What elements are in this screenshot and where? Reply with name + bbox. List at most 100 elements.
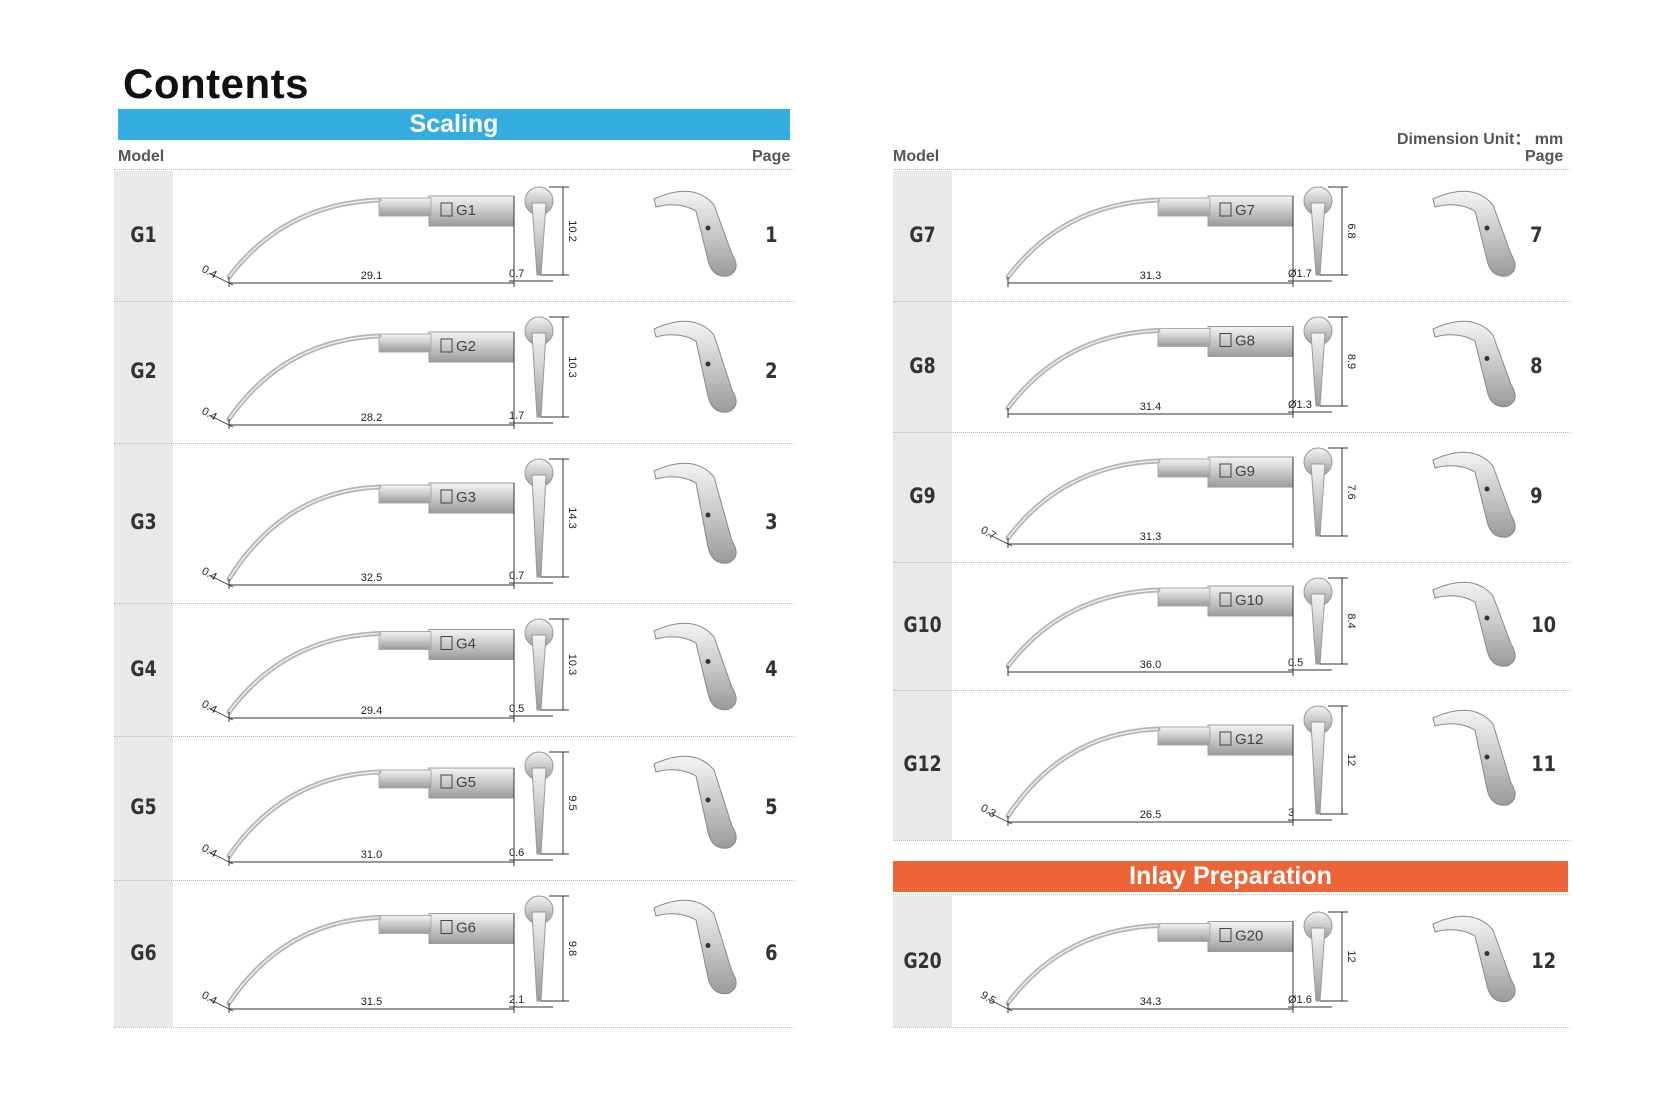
row-divider: [893, 894, 1570, 895]
tip-model-label: G12: [1235, 731, 1263, 748]
width-value: Ø1.6: [1288, 994, 1312, 1006]
tip-photo: [1432, 190, 1516, 277]
model-cell: [114, 603, 173, 736]
tip-shaft-highlight: [1007, 924, 1159, 1004]
row-divider: [114, 301, 794, 302]
tip-photo: [653, 320, 737, 413]
tip-shaft-highlight: [228, 916, 380, 1004]
model-name: G1: [130, 223, 157, 247]
tip-shaft: [1005, 587, 1161, 669]
row-divider: [893, 169, 1570, 170]
model-cell: [114, 171, 173, 301]
tip-shaft: [1005, 328, 1161, 411]
tip-diameter-value: 0.4: [200, 405, 219, 423]
front-view-blade: [1310, 721, 1326, 815]
tip-neck: [1157, 197, 1211, 217]
height-value: 8.4: [1345, 613, 1357, 628]
tip-body: [1207, 724, 1294, 756]
right-model-header: Model: [893, 148, 940, 165]
model-cell: [893, 690, 952, 840]
tip-diameter-value: 0.4: [200, 263, 219, 281]
tip-body: [1207, 326, 1294, 357]
row-divider: [893, 690, 1570, 691]
height-value: 9.5: [566, 795, 578, 810]
tip-shaft-highlight: [1007, 728, 1159, 817]
width-value: Ø1.7: [1288, 268, 1312, 280]
page-number: 6: [765, 940, 778, 965]
model-cell: [893, 301, 952, 432]
tip-neck: [1157, 587, 1211, 607]
brand-logo: [1219, 928, 1232, 942]
length-value: 32.5: [361, 572, 382, 584]
tip-shaft: [226, 915, 382, 1006]
length-value: 36.0: [1140, 659, 1161, 671]
model-cell: [893, 562, 952, 690]
model-cell: [893, 896, 952, 1027]
front-view-blade: [531, 634, 547, 711]
tip-photo: [653, 899, 737, 995]
model-name: G12: [903, 752, 942, 776]
tip-body: [428, 767, 515, 799]
front-view-blade: [531, 332, 547, 418]
height-value: 14.3: [566, 507, 578, 528]
tip-neck: [1157, 328, 1211, 347]
tip-diameter-line: [208, 998, 234, 1012]
page-number: 11: [1531, 752, 1557, 776]
row-divider: [114, 603, 794, 604]
brand-logo: [440, 774, 453, 789]
tip-model-label: G9: [1235, 463, 1255, 480]
tip-neck: [378, 769, 432, 789]
tip-diameter-value: 0.4: [200, 989, 219, 1007]
tip-photo-hole: [1484, 486, 1490, 492]
tip-diameter-value: 0.4: [200, 565, 219, 583]
height-value: 10.2: [566, 220, 578, 241]
tip-neck: [1157, 458, 1211, 478]
tip-neck: [378, 333, 432, 353]
page-number: 7: [1530, 223, 1543, 247]
model-name: G2: [130, 359, 157, 383]
tip-model-label: G20: [1235, 928, 1263, 945]
tip-shaft-highlight: [228, 771, 380, 857]
page-number: 10: [1531, 613, 1557, 637]
model-name: G8: [909, 353, 936, 378]
tip-model-label: G2: [456, 338, 476, 355]
width-value: 2.1: [509, 994, 524, 1006]
tip-photo: [653, 462, 737, 564]
tip-photo-hole: [705, 225, 711, 231]
tip-shaft: [1005, 458, 1161, 541]
length-value: 31.0: [361, 849, 382, 861]
tip-photo-hole: [705, 512, 711, 518]
height-value: 7.6: [1345, 484, 1357, 499]
length-value: 31.4: [1140, 401, 1161, 413]
model-name: G10: [903, 613, 942, 637]
tip-photo: [653, 190, 737, 277]
brand-logo: [1219, 463, 1232, 478]
tip-shaft-highlight: [1007, 329, 1159, 409]
height-value: 12: [1345, 754, 1357, 766]
tip-model-label: G7: [1235, 202, 1255, 219]
height-value: 9.8: [566, 941, 578, 956]
right-page-header: Page: [1525, 148, 1564, 165]
tip-model-label: G1: [456, 202, 476, 219]
brand-logo: [1219, 731, 1232, 746]
tip-shaft-highlight: [1007, 460, 1159, 539]
tip-photo-hole: [705, 943, 711, 948]
model-cell: [114, 736, 173, 880]
